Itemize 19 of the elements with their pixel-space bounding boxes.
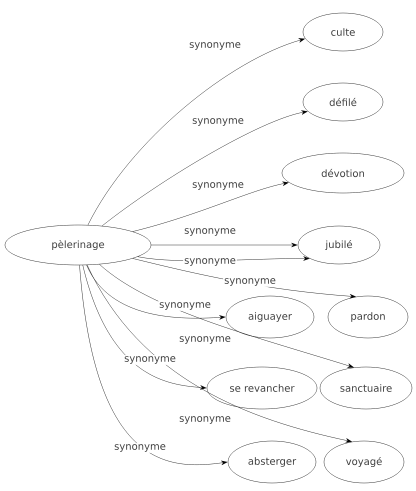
edge-label: synonyme xyxy=(123,355,177,365)
edge-label: synonyme xyxy=(183,257,237,267)
arrow xyxy=(79,265,228,466)
arrow xyxy=(151,242,298,248)
edge-label: synonyme xyxy=(178,415,232,425)
edge-label: synonyme xyxy=(113,443,167,453)
arrow xyxy=(82,264,206,390)
edge-label: synonyme xyxy=(188,41,242,51)
arrow xyxy=(99,264,354,368)
arrow xyxy=(86,264,226,320)
edge-label: synonyme xyxy=(183,227,237,237)
arrow xyxy=(132,182,289,232)
arrow xyxy=(88,38,305,226)
arrow xyxy=(87,264,352,443)
edge-label: synonyme xyxy=(158,301,212,311)
edge-label: synonyme xyxy=(223,277,277,287)
arrow xyxy=(102,110,308,226)
edge-label: synonyme xyxy=(191,117,245,127)
edge-label: synonyme xyxy=(191,181,245,191)
